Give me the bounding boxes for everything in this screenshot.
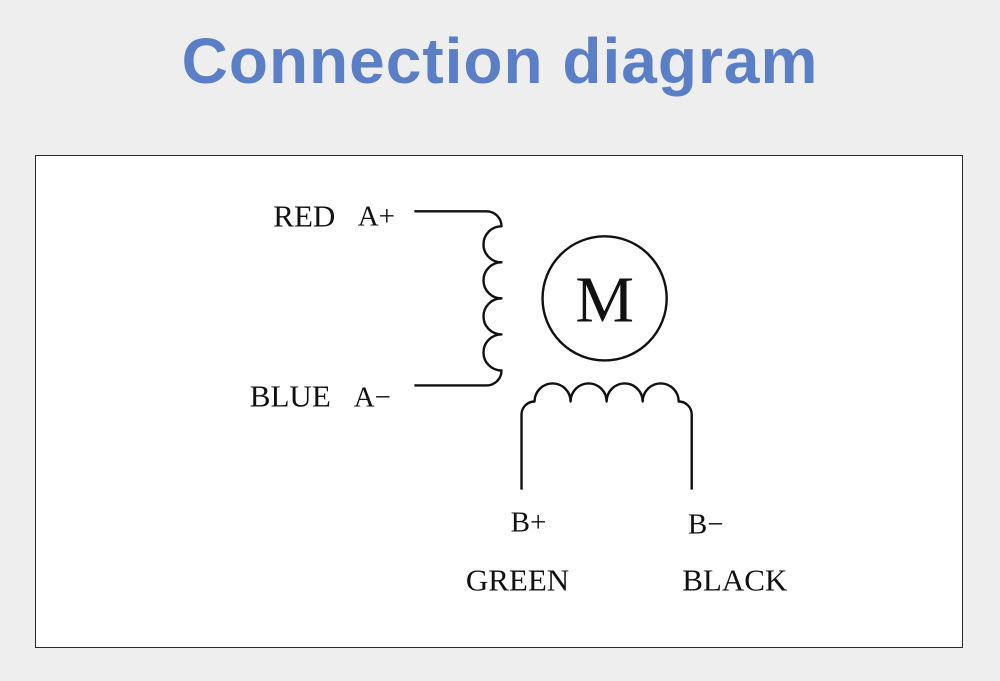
label-blue: BLUE — [250, 379, 331, 414]
motor-label: M — [575, 263, 634, 336]
label-b-plus: B+ — [511, 507, 547, 539]
label-a-plus: A+ — [358, 200, 395, 232]
label-green: GREEN — [466, 563, 569, 598]
phase-a-wire-coil — [414, 210, 503, 387]
connection-diagram: M RED A+ BLUE A− B+ B− GREEN BLACK — [250, 198, 788, 598]
phase-b-wire-coil — [520, 382, 693, 490]
diagram-panel: M RED A+ BLUE A− B+ B− GREEN BLACK — [35, 155, 963, 648]
label-b-minus: B− — [688, 509, 724, 541]
label-red: RED — [273, 198, 335, 233]
page-title: Connection diagram — [181, 25, 819, 97]
label-black: BLACK — [682, 563, 788, 598]
motor-circle — [541, 235, 668, 362]
label-a-minus: A− — [354, 382, 391, 414]
